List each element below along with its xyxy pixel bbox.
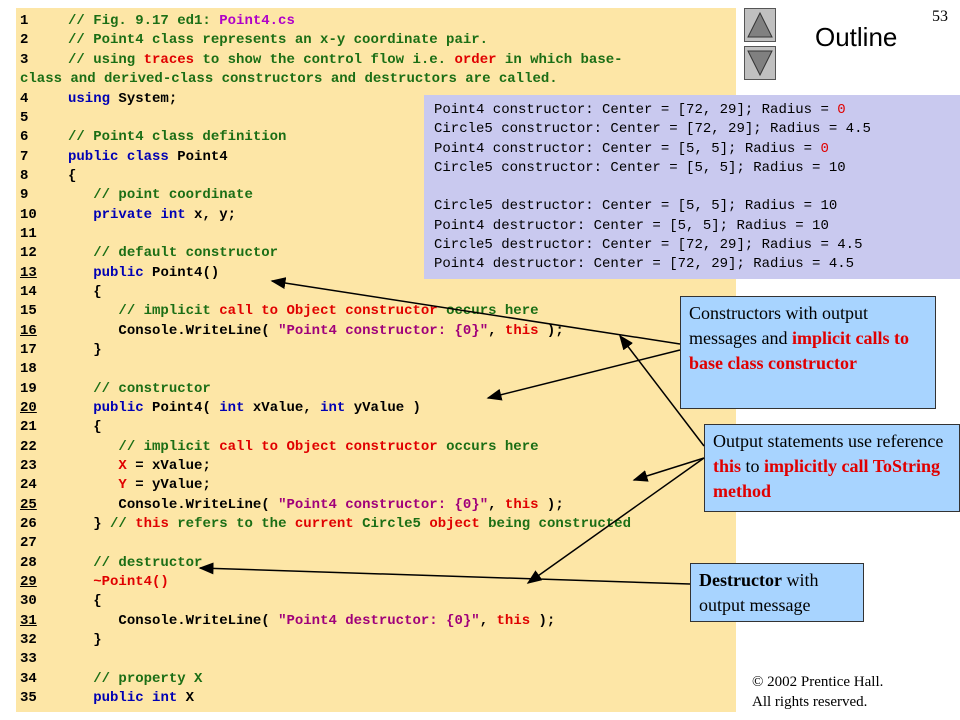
code-line-23: 23 X = xValue; — [20, 458, 211, 474]
code-line-19: 19 // constructor — [20, 381, 211, 397]
code-line-21: 21 { — [20, 419, 102, 435]
code-line-26: 26 } // this refers to the current Circl… — [20, 516, 631, 532]
code-line-24: 24 Y = yValue; — [20, 477, 211, 493]
callout-output-statements: Output statements use reference this to … — [704, 424, 960, 512]
code-line-6: 6// Point4 class definition — [20, 129, 287, 145]
code-line-25: 25 Console.WriteLine( "Point4 constructo… — [20, 497, 564, 513]
output-line-6: Point4 destructor: Center = [5, 5]; Radi… — [434, 218, 829, 234]
code-line-22: 22 // implicit call to Object constructo… — [20, 439, 539, 455]
callout-destructor: Destructor with output message — [690, 563, 864, 622]
triangle-up-icon — [747, 11, 773, 38]
code-line-3-wrap: class and derived-class constructors and… — [20, 71, 558, 87]
code-line-16: 16 Console.WriteLine( "Point4 constructo… — [20, 323, 564, 339]
program-output: Point4 constructor: Center = [72, 29]; R… — [424, 95, 960, 279]
code-line-32: 32 } — [20, 632, 102, 648]
code-line-34: 34 // property X — [20, 671, 203, 687]
code-line-13: 13 public Point4() — [20, 265, 220, 281]
code-line-30: 30 { — [20, 593, 102, 609]
copyright-line-2: All rights reserved. — [752, 694, 868, 710]
page-number: 53 — [932, 8, 948, 25]
code-line-29: 29 ~Point4() — [20, 574, 169, 590]
code-line-20: 20 public Point4( int xValue, int yValue… — [20, 400, 421, 416]
code-line-14: 14 { — [20, 284, 102, 300]
next-slide-button[interactable] — [744, 46, 776, 80]
code-line-15: 15 // implicit call to Object constructo… — [20, 303, 539, 319]
triangle-down-icon — [747, 50, 773, 77]
copyright-notice: © 2002 Prentice Hall. All rights reserve… — [752, 672, 883, 712]
code-line-12: 12 // default constructor — [20, 245, 279, 261]
code-line-28: 28 // destructor — [20, 555, 203, 571]
code-line-5: 5 — [20, 110, 29, 126]
code-line-11: 11 — [20, 226, 37, 242]
output-line-2: Circle5 constructor: Center = [72, 29]; … — [434, 121, 871, 137]
output-line-5: Circle5 destructor: Center = [5, 5]; Rad… — [434, 198, 838, 214]
code-line-8: 8{ — [20, 168, 77, 184]
output-line-3: Point4 constructor: Center = [5, 5]; Rad… — [434, 141, 829, 157]
code-line-31: 31 Console.WriteLine( "Point4 destructor… — [20, 613, 556, 629]
code-line-1: 1// Fig. 9.17 ed1: Point4.cs — [20, 13, 295, 29]
code-line-35: 35 public int X — [20, 690, 195, 706]
output-line-8: Point4 destructor: Center = [72, 29]; Ra… — [434, 256, 855, 272]
callout-constructors: Constructors with output messages and im… — [680, 296, 936, 409]
output-line-4: Circle5 constructor: Center = [5, 5]; Ra… — [434, 160, 846, 176]
code-line-17: 17 } — [20, 342, 102, 358]
code-line-33: 33 — [20, 651, 37, 667]
code-line-9: 9 // point coordinate — [20, 187, 253, 203]
code-line-27: 27 — [20, 535, 37, 551]
copyright-line-1: © 2002 Prentice Hall. — [752, 674, 884, 690]
previous-slide-button[interactable] — [744, 8, 776, 42]
outline-label[interactable]: Outline — [815, 22, 898, 52]
code-line-18: 18 — [20, 361, 37, 377]
output-line-1: Point4 constructor: Center = [72, 29]; R… — [434, 102, 846, 118]
code-line-2: 2// Point4 class represents an x-y coord… — [20, 32, 489, 48]
output-line-7: Circle5 destructor: Center = [72, 29]; R… — [434, 237, 863, 253]
code-line-10: 10 private int x, y; — [20, 207, 237, 223]
code-line-3: 3// using traces to show the control flo… — [20, 52, 623, 68]
